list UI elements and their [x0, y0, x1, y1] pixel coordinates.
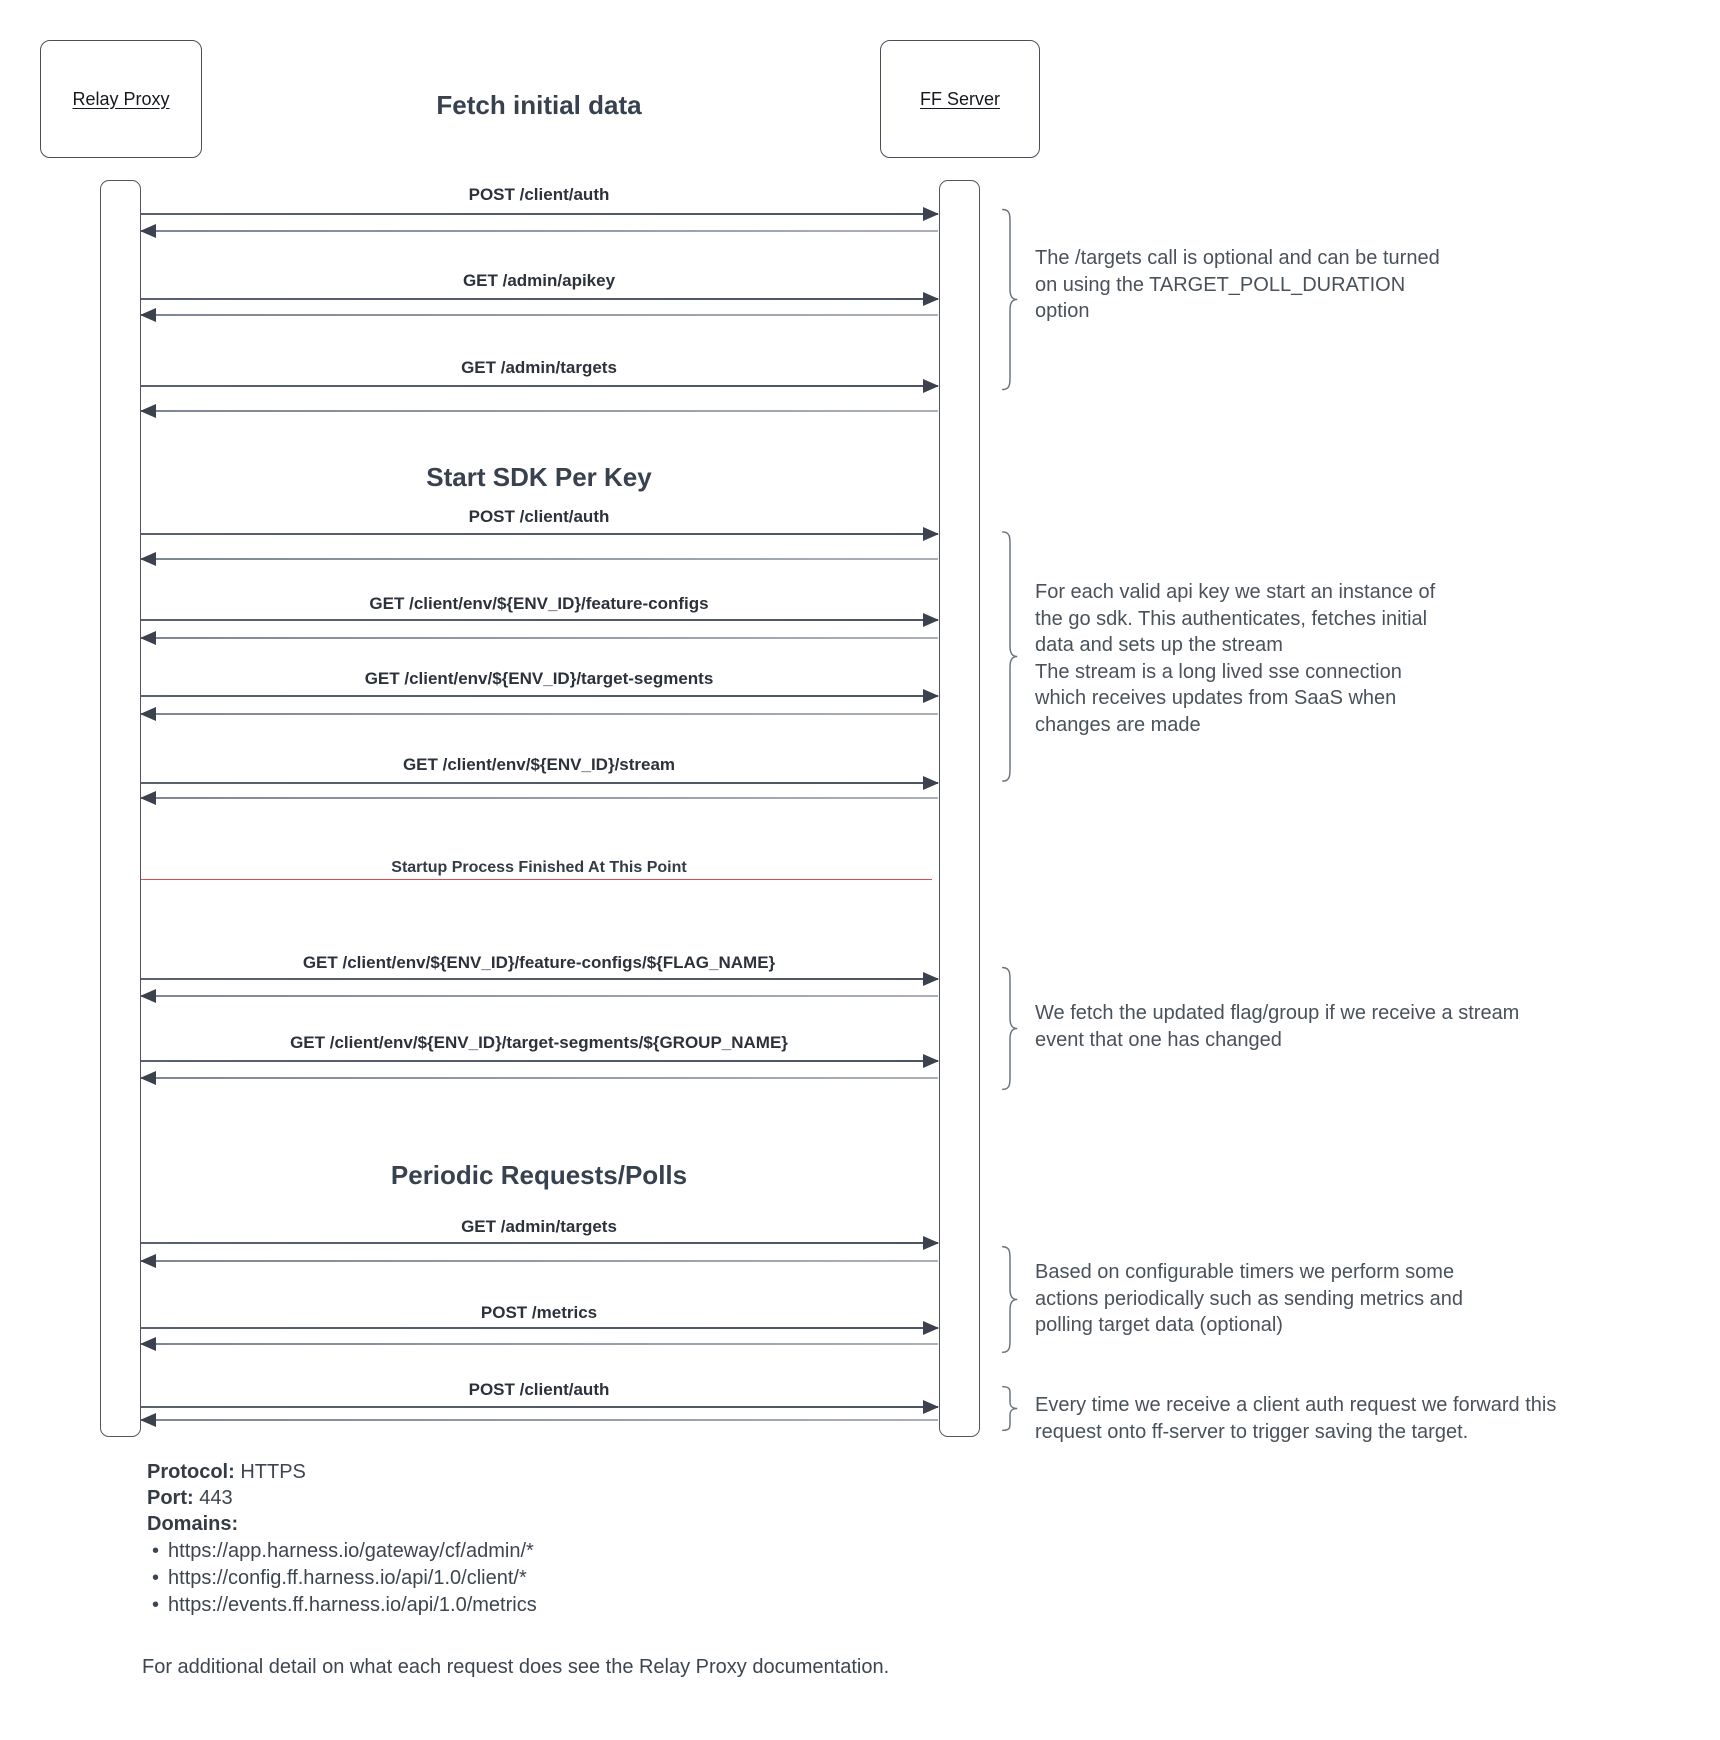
- message-get-feature-configs: GET /client/env/${ENV_ID}/feature-config…: [0, 593, 1720, 653]
- message-label: POST /client/auth: [468, 185, 610, 204]
- message-label: GET /client/env/${ENV_ID}/target-segment…: [290, 1033, 788, 1052]
- message-get-admin-targets: GET /admin/targets: [0, 357, 1720, 418]
- message-get-admin-targets-poll: GET /admin/targets: [0, 1216, 1720, 1276]
- actor-box-ff-server: FF Server: [880, 40, 1040, 158]
- response-arrow: [140, 404, 938, 418]
- request-arrow: [141, 379, 939, 393]
- footer-protocol: Protocol: HTTPS: [147, 1459, 306, 1485]
- message-post-client-auth-forward: POST /client/auth: [0, 1379, 1720, 1439]
- response-arrow: [140, 791, 938, 805]
- footer-domains-heading: Domains:: [147, 1511, 238, 1537]
- request-arrow: [141, 1400, 939, 1414]
- annotation-periodic-timers: Based on configurable timers we perform …: [1035, 1261, 1463, 1336]
- lifeline-relay-proxy: [100, 180, 141, 1437]
- response-arrow: [140, 552, 938, 566]
- message-label: POST /metrics: [480, 1303, 598, 1322]
- footer-port-label: Port:: [147, 1487, 194, 1509]
- annotation-brace: [1002, 1246, 1018, 1353]
- domain-url: https://app.harness.io/gateway/cf/admin/…: [168, 1540, 534, 1562]
- annotation-sdk-per-key: For each valid api key we start an insta…: [1035, 581, 1436, 736]
- message-label: GET /admin/apikey: [462, 271, 616, 290]
- footer-domains-label: Domains:: [147, 1513, 239, 1535]
- annotation-brace: [1002, 966, 1018, 1091]
- response-arrow: [140, 224, 938, 238]
- footer-port-value: 443: [199, 1487, 233, 1509]
- request-arrow: [141, 689, 939, 703]
- diagram-title: Fetch initial data: [436, 90, 642, 120]
- message-label: GET /client/env/${ENV_ID}/stream: [402, 755, 676, 774]
- message-get-stream: GET /client/env/${ENV_ID}/stream: [0, 754, 1720, 814]
- section-heading-periodic: Periodic Requests/Polls: [390, 1160, 688, 1190]
- response-arrow: [140, 1071, 938, 1085]
- request-arrow: [141, 207, 939, 221]
- message-label: POST /client/auth: [468, 1380, 610, 1399]
- message-get-feature-config-flag: GET /client/env/${ENV_ID}/feature-config…: [0, 952, 1720, 1012]
- response-arrow: [140, 1337, 938, 1351]
- message-post-client-auth-sdk: POST /client/auth: [0, 506, 1720, 566]
- annotation-brace: [1002, 208, 1018, 391]
- bullet-icon: •: [152, 1567, 160, 1589]
- response-arrow: [140, 989, 938, 1003]
- footer-domain-item: • https://config.ff.harness.io/api/1.0/c…: [152, 1565, 527, 1591]
- actor-label-relay-proxy: Relay Proxy: [72, 88, 170, 109]
- milestone-red-line: [141, 879, 932, 880]
- response-arrow: [140, 631, 938, 645]
- message-label: GET /client/env/${ENV_ID}/feature-config…: [302, 953, 776, 972]
- request-arrow: [141, 292, 939, 306]
- request-arrow: [141, 1236, 939, 1250]
- bullet-icon: •: [152, 1594, 160, 1616]
- footer-domain-item: • https://app.harness.io/gateway/cf/admi…: [152, 1538, 534, 1564]
- footer-port: Port: 443: [147, 1485, 233, 1511]
- domain-url: https://config.ff.harness.io/api/1.0/cli…: [168, 1567, 527, 1589]
- request-arrow: [141, 613, 939, 627]
- request-arrow: [141, 972, 939, 986]
- message-label: GET /admin/targets: [461, 358, 617, 377]
- response-arrow: [140, 707, 938, 721]
- message-post-client-auth: POST /client/auth: [0, 184, 1720, 244]
- domain-url: https://events.ff.harness.io/api/1.0/met…: [168, 1594, 537, 1616]
- response-arrow: [140, 308, 938, 322]
- footer-protocol-label: Protocol:: [147, 1461, 235, 1483]
- annotation-targets-optional: The /targets call is optional and can be…: [1035, 247, 1440, 322]
- footer-protocol-value: HTTPS: [240, 1461, 306, 1483]
- annotation-brace: [1002, 531, 1018, 782]
- bullet-icon: •: [152, 1540, 160, 1562]
- response-arrow: [140, 1254, 938, 1268]
- annotation-stream-event-fetch: We fetch the updated flag/group if we re…: [1035, 1002, 1520, 1051]
- message-get-admin-apikey: GET /admin/apikey: [0, 270, 1720, 330]
- section-heading-start-sdk: Start SDK Per Key: [426, 462, 652, 492]
- message-post-metrics: POST /metrics: [0, 1302, 1720, 1362]
- footer-domain-item: • https://events.ff.harness.io/api/1.0/m…: [152, 1592, 537, 1618]
- request-arrow: [141, 527, 939, 541]
- request-arrow: [141, 1321, 939, 1335]
- message-get-target-segments: GET /client/env/${ENV_ID}/target-segment…: [0, 668, 1720, 728]
- footer-note: For additional detail on what each reque…: [142, 1656, 890, 1678]
- actor-box-relay-proxy: Relay Proxy: [40, 40, 202, 158]
- message-label: GET /admin/targets: [461, 1217, 617, 1236]
- message-label: GET /client/env/${ENV_ID}/target-segment…: [364, 669, 714, 688]
- annotation-auth-forward: Every time we receive a client auth requ…: [1035, 1394, 1557, 1443]
- message-label: POST /client/auth: [468, 507, 610, 526]
- message-get-target-segment-group: GET /client/env/${ENV_ID}/target-segment…: [0, 1032, 1720, 1092]
- request-arrow: [141, 1054, 939, 1068]
- annotation-brace: [1002, 1385, 1018, 1432]
- response-arrow: [140, 1413, 938, 1427]
- lifeline-ff-server: [939, 180, 980, 1437]
- milestone-label: Startup Process Finished At This Point: [391, 859, 687, 876]
- request-arrow: [141, 776, 939, 790]
- message-label: GET /client/env/${ENV_ID}/feature-config…: [369, 594, 709, 613]
- actor-label-ff-server: FF Server: [919, 88, 1000, 109]
